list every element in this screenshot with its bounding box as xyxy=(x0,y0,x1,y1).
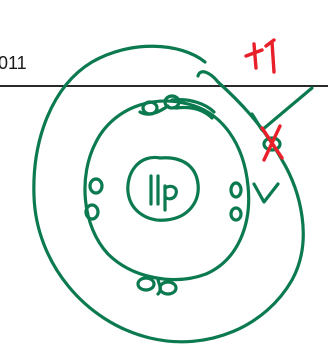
outer-electron-shell xyxy=(34,46,303,342)
tick-mark-right xyxy=(254,184,278,202)
nucleus-11p-strokes xyxy=(151,176,176,210)
tick-mark-upper xyxy=(252,88,312,130)
charge-one-stroke xyxy=(266,40,274,72)
shell-scribble-2 xyxy=(176,107,212,118)
electron-pair-right xyxy=(231,183,241,220)
charge-plus-stroke xyxy=(246,44,262,68)
inner-electron-shell xyxy=(85,101,249,279)
nucleus-circle xyxy=(128,157,198,220)
